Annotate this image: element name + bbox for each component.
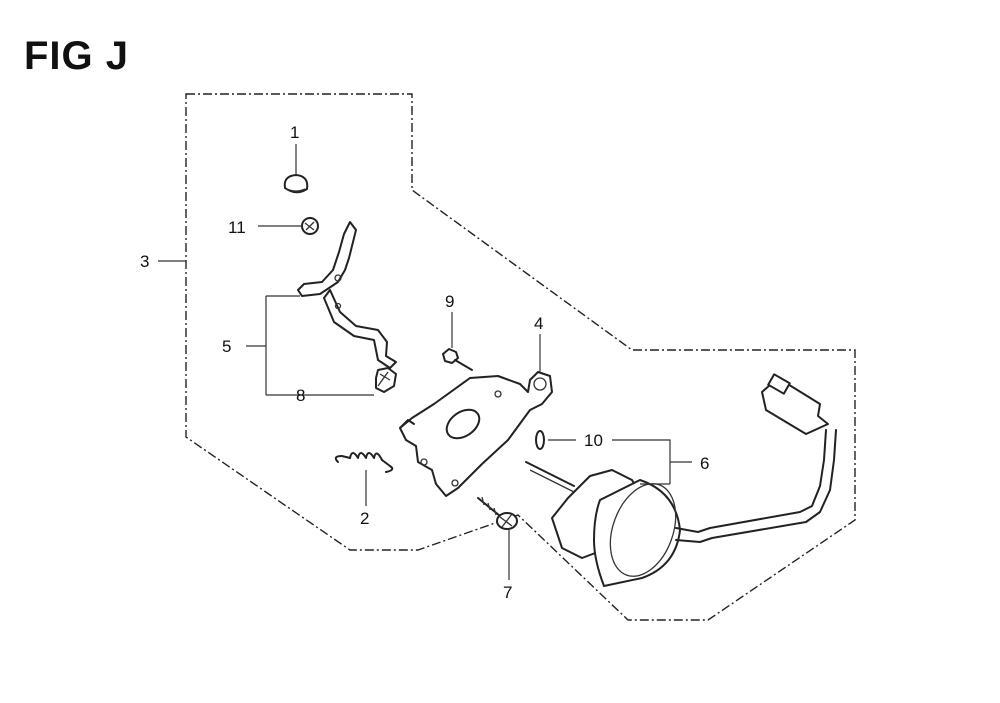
callout-8: 8 [296, 386, 305, 405]
callout-labels: 1 2 3 4 5 6 7 8 9 10 11 [140, 123, 709, 602]
part-1-cap[interactable] [283, 174, 309, 194]
callout-1: 1 [290, 123, 299, 142]
callout-2: 2 [360, 509, 369, 528]
part-9-bolt[interactable] [442, 348, 473, 371]
callout-5: 5 [222, 337, 231, 356]
callout-11: 11 [228, 218, 246, 237]
part-2-spring[interactable] [334, 452, 394, 473]
callout-4: 4 [534, 314, 543, 333]
part-11-nut[interactable] [301, 217, 319, 235]
figure-title: FIG J [24, 34, 130, 78]
leader-6-10 [548, 439, 692, 485]
callout-7: 7 [503, 583, 512, 602]
callout-6: 6 [700, 454, 709, 473]
callout-10: 10 [584, 431, 603, 450]
part-7-bolt[interactable] [477, 496, 518, 530]
part-5-lever-arm[interactable] [297, 221, 397, 369]
part-4-bracket[interactable] [399, 371, 553, 497]
assembly-boundary [185, 93, 856, 621]
leader-5 [246, 295, 374, 396]
callout-9: 9 [445, 292, 454, 311]
part-8-nut[interactable] [375, 367, 397, 393]
leader-lines [158, 144, 692, 580]
part-10-o-ring[interactable] [535, 430, 545, 450]
callout-3: 3 [140, 252, 149, 271]
part-6-solenoid[interactable] [525, 373, 837, 587]
